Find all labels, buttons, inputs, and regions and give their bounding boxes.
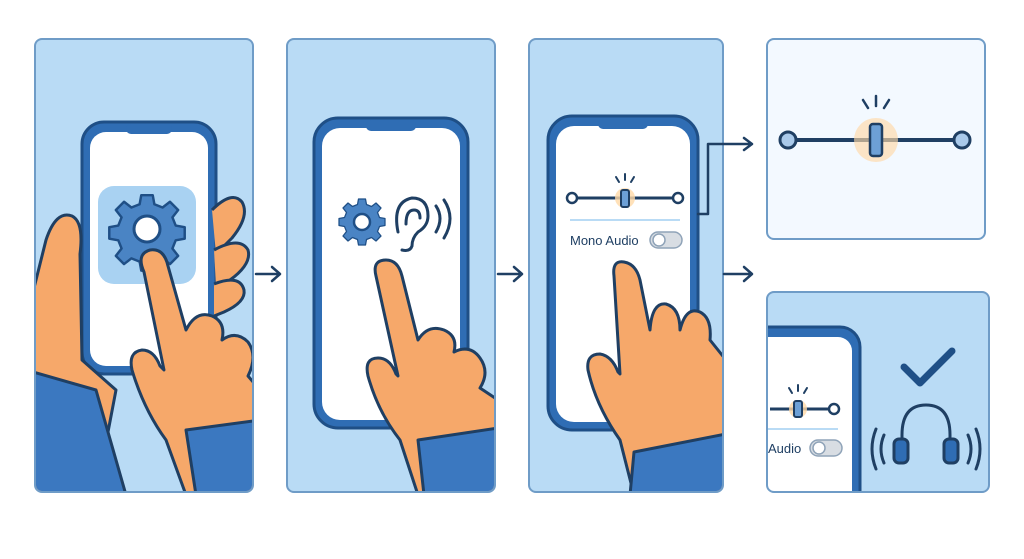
- step-5-panel: Audio: [766, 291, 990, 493]
- tapping-hand: [586, 260, 722, 491]
- slider-thumb[interactable]: [868, 122, 884, 158]
- gear-icon[interactable]: [338, 198, 386, 246]
- next-arrow-2: [496, 265, 524, 283]
- step-1-illustration: [36, 120, 252, 491]
- step-2-panel: [286, 38, 496, 493]
- step-4-panel: [766, 38, 986, 240]
- balance-slider[interactable]: [565, 173, 685, 208]
- step-3-illustration: Mono Audio: [546, 114, 722, 491]
- branch-arrow-up: [696, 136, 754, 216]
- balance-slider[interactable]: [770, 384, 841, 418]
- step-5-illustration: Audio: [768, 325, 982, 491]
- balance-slider-zoom[interactable]: [768, 40, 986, 240]
- check-icon: [900, 347, 956, 387]
- step-3-panel: Mono Audio: [528, 38, 724, 493]
- step-2-illustration: [312, 116, 494, 491]
- holding-hand: [36, 196, 251, 491]
- pointing-hand: [129, 248, 252, 491]
- mono-audio-toggle[interactable]: [649, 231, 683, 249]
- ear-icon[interactable]: [395, 196, 452, 252]
- mono-audio-label: Mono Audio: [570, 233, 639, 248]
- next-arrow-3: [722, 265, 754, 283]
- pointing-hand: [365, 258, 494, 491]
- headphones-icon: [870, 403, 982, 471]
- mono-audio-label-partial: Audio: [768, 441, 801, 456]
- step-1-panel: [34, 38, 254, 493]
- next-arrow-1: [254, 265, 282, 283]
- mono-audio-toggle[interactable]: [809, 439, 843, 457]
